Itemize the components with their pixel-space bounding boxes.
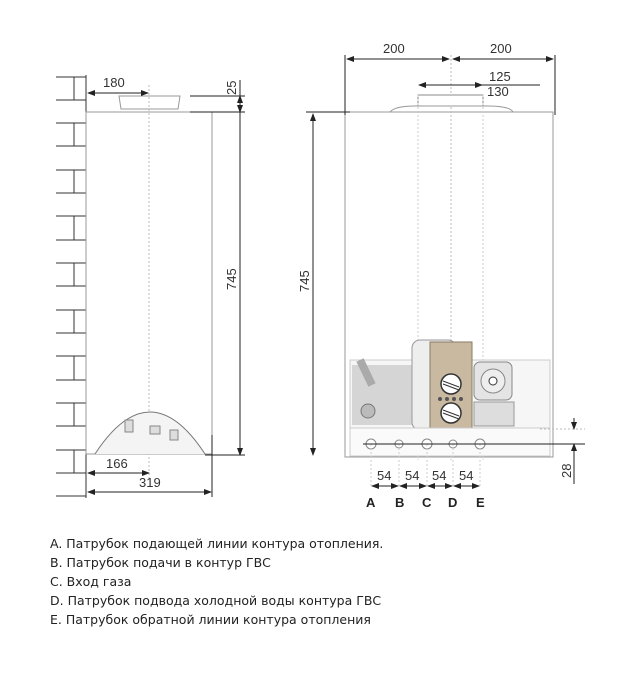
dim-flue-1: 125 [489, 69, 511, 84]
dim-bottom-height: 28 [559, 464, 574, 478]
dim-side-height: 745 [224, 268, 239, 290]
label-b: B [395, 495, 404, 510]
dim-left-half: 200 [383, 41, 405, 56]
legend-item-e: E. Патрубок обратной линии контура отопл… [50, 612, 371, 627]
legend-item-b: B. Патрубок подачи в контур ГВС [50, 555, 271, 570]
dim-spacing-cd: 54 [432, 468, 446, 483]
dim-front-height: 745 [297, 270, 312, 292]
legend-item-c: C. Вход газа [50, 574, 132, 589]
dim-top-height: 25 [224, 81, 239, 95]
label-c: C [422, 495, 432, 510]
dim-flue-2: 130 [487, 84, 509, 99]
dim-spacing-de: 54 [459, 468, 473, 483]
label-e: E [476, 495, 485, 510]
front-view: 200 200 125 130 [297, 41, 585, 510]
label-d: D [448, 495, 457, 510]
dim-depth: 319 [139, 475, 161, 490]
internal-components [349, 339, 551, 457]
dim-spacing-ab: 54 [377, 468, 391, 483]
legend-item-a: A. Патрубок подающей линии контура отопл… [50, 536, 384, 551]
label-a: A [366, 495, 376, 510]
dim-right-half: 200 [490, 41, 512, 56]
brick-wall [56, 75, 87, 498]
side-view: 180 25 745 166 319 [56, 75, 245, 498]
dim-spacing-bc: 54 [405, 468, 419, 483]
dim-top-offset: 180 [103, 75, 125, 90]
legend-item-d: D. Патрубок подвода холодной воды контур… [50, 593, 382, 608]
legend: A. Патрубок подающей линии контура отопл… [50, 534, 383, 629]
flue-stub-front [417, 94, 484, 107]
dim-bottom-offset: 166 [106, 456, 128, 471]
